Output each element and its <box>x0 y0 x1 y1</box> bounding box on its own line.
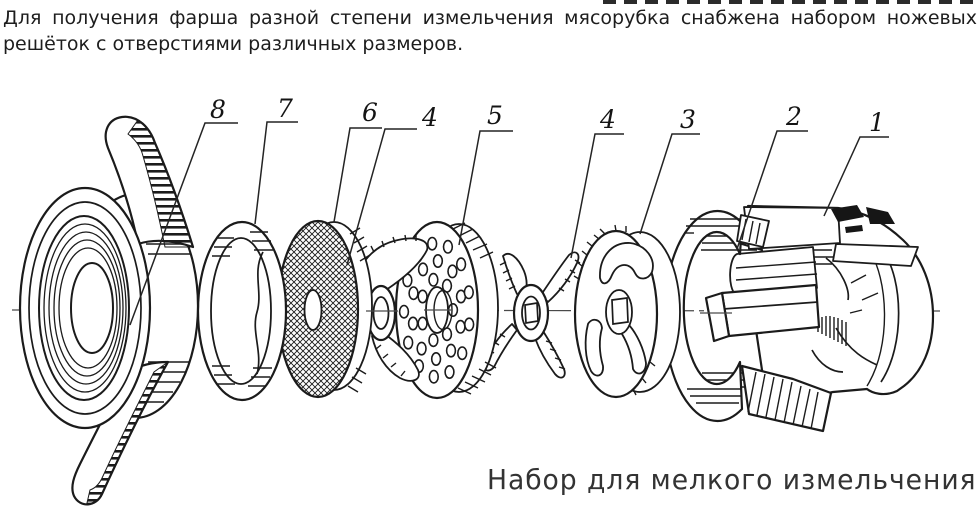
ring-band-stripes <box>212 231 273 387</box>
plate-rim-stripes <box>450 222 497 395</box>
leader-line <box>823 136 889 217</box>
cross-knife-part-4-drawing <box>483 251 581 379</box>
leader-line <box>333 127 382 223</box>
slotted-disc-part-3-drawing <box>573 224 681 399</box>
disc-rim-ticks <box>573 224 656 396</box>
intro-line-2: решёток с отверстиями различных размеров… <box>3 33 464 55</box>
part-label: 5 <box>487 101 503 130</box>
part-labels: 8 7 6 4 5 4 3 2 1 <box>129 94 889 326</box>
part-label: 8 <box>210 95 226 124</box>
part-label: 3 <box>680 105 696 134</box>
leader-line <box>346 128 417 266</box>
clamp-part-2-drawing <box>663 209 833 433</box>
clamp-band-stripes <box>684 218 741 404</box>
part-label: 1 <box>869 108 885 137</box>
leader-line <box>458 130 513 246</box>
part-label: 6 <box>362 98 378 127</box>
clamp-lug <box>740 364 833 433</box>
leader-line <box>570 133 624 259</box>
knurled-disc-part-6-drawing <box>276 219 373 399</box>
intro-line-1: Для получения фарша разной степени измел… <box>3 7 977 29</box>
plate-holes <box>398 236 475 384</box>
leader-line <box>736 130 808 250</box>
figure-caption: Набор для мелкого измельчения <box>487 463 977 496</box>
wing-nut-part-8-drawing <box>18 115 200 506</box>
clamp-lug-stripes <box>747 371 819 430</box>
part-label: 4 <box>599 105 616 134</box>
leader-line <box>639 133 700 235</box>
intro-paragraph: Для получения фарша разной степени измел… <box>3 5 977 57</box>
auger-square-shank <box>720 283 821 338</box>
part-label: 4 <box>421 103 438 132</box>
flat-knife-serrations <box>370 234 417 377</box>
nut-threads <box>38 215 130 401</box>
clipped-text-artifact <box>603 0 980 4</box>
part-label: 2 <box>785 102 802 131</box>
part-label: 7 <box>277 94 293 123</box>
leader-line <box>254 121 298 225</box>
leader-line <box>129 122 238 326</box>
knurled-rim-ticks <box>347 227 371 393</box>
ring-part-7-drawing <box>196 220 288 402</box>
body-part-1-drawing <box>701 204 935 398</box>
